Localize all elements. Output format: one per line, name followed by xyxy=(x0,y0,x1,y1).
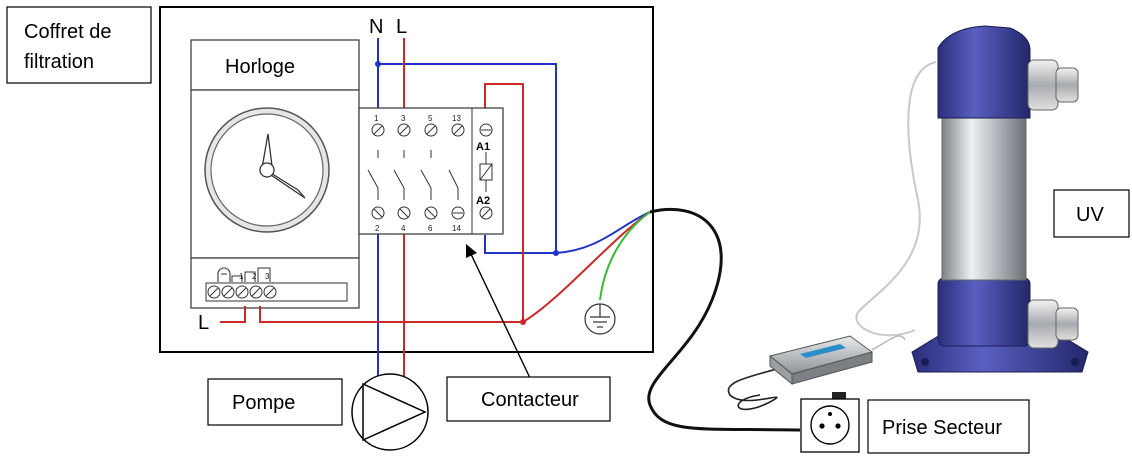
svg-text:14: 14 xyxy=(452,224,461,233)
pompe-label: Pompe xyxy=(207,378,343,426)
coffret-label: Coffret de filtration xyxy=(6,6,152,84)
prise-label: Prise Secteur xyxy=(867,399,1030,454)
mains-cable xyxy=(647,207,801,432)
live-left-label: L xyxy=(198,312,209,334)
live-wire xyxy=(220,38,651,378)
earth-wire xyxy=(599,211,651,301)
uv-label: UV xyxy=(1053,189,1130,238)
svg-text:3: 3 xyxy=(265,272,270,281)
uv-cable xyxy=(855,61,937,337)
socket-icon xyxy=(800,398,860,453)
svg-text:1: 1 xyxy=(374,114,379,123)
svg-text:Pompe: Pompe xyxy=(232,392,295,414)
clock-terminals xyxy=(207,285,277,299)
live-label: L xyxy=(396,16,407,38)
pump-icon xyxy=(351,373,429,451)
svg-text:13: 13 xyxy=(452,114,461,123)
svg-text:4: 4 xyxy=(401,224,406,233)
svg-text:UV: UV xyxy=(1076,204,1104,226)
svg-text:Coffret de: Coffret de xyxy=(24,21,111,43)
clock-timer: Horloge 1 2 3 xyxy=(190,39,360,309)
filtration-box xyxy=(159,6,654,353)
svg-text:1: 1 xyxy=(239,272,244,281)
contacteur-label: Contacteur xyxy=(446,376,611,422)
svg-text:5: 5 xyxy=(428,114,433,123)
clock-icon xyxy=(204,107,330,233)
horloge-label: Horloge xyxy=(225,56,295,78)
a1-label: A1 xyxy=(476,141,490,153)
svg-text:3: 3 xyxy=(401,114,406,123)
svg-text:Contacteur: Contacteur xyxy=(481,389,579,411)
svg-text:2: 2 xyxy=(375,224,380,233)
svg-text:6: 6 xyxy=(428,224,433,233)
svg-text:filtration: filtration xyxy=(24,51,94,73)
earth-symbol-icon xyxy=(584,303,616,335)
contactor: 1 3 5 13 A1 A2 2 4 6 14 xyxy=(358,107,504,235)
neutral-wire xyxy=(377,38,651,378)
a2-label: A2 xyxy=(476,195,490,207)
contacteur-arrow xyxy=(469,251,531,379)
svg-text:2: 2 xyxy=(252,272,257,281)
uv-lamp-illustration xyxy=(911,25,1089,373)
svg-text:Prise Secteur: Prise Secteur xyxy=(882,417,1002,439)
power-supply-illustration xyxy=(727,335,906,411)
neutral-label: N xyxy=(369,16,383,38)
